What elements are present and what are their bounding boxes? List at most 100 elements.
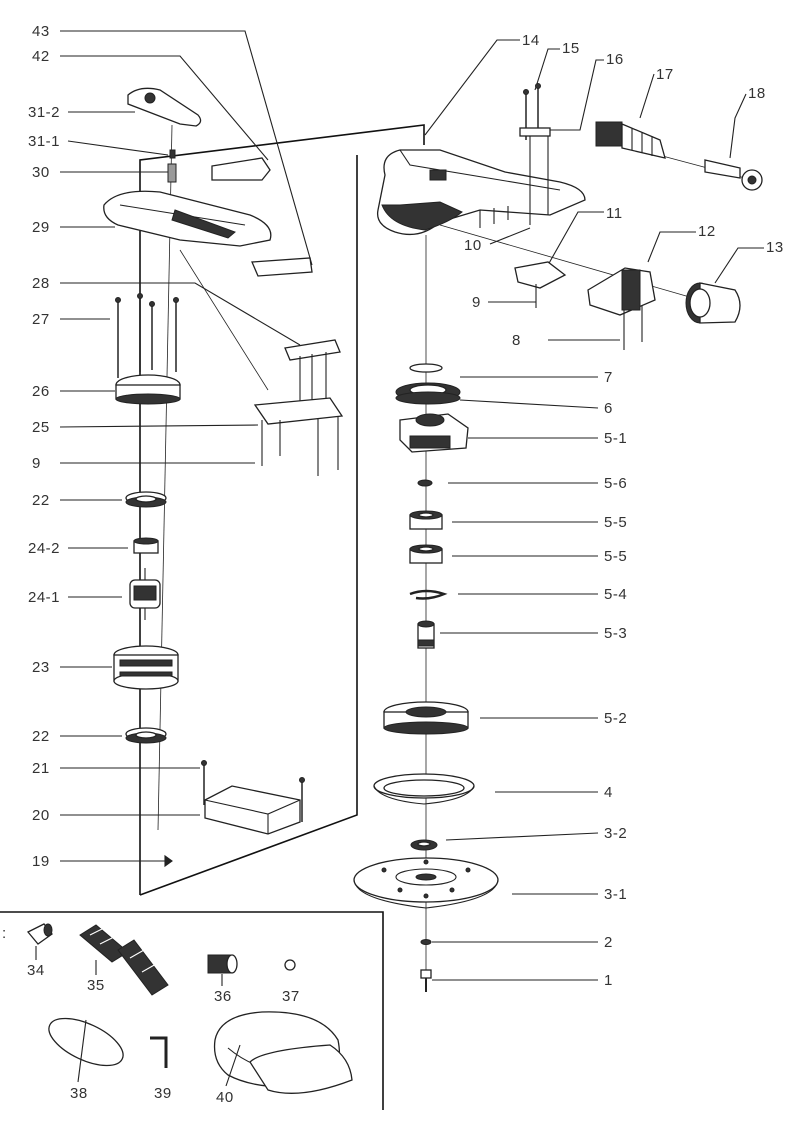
label-4: 4 <box>604 784 613 801</box>
part-24-1-rotor <box>129 568 161 620</box>
label-36: 36 <box>214 988 232 1005</box>
label-9-left: 9 <box>32 455 41 472</box>
part-3-1-sanding-pad <box>353 857 499 909</box>
left-column-parts <box>103 87 344 835</box>
part-40-dust-bag <box>213 1011 353 1094</box>
part-43-strip <box>251 257 313 277</box>
label-7: 7 <box>604 369 613 386</box>
part-34-adapter <box>26 923 53 945</box>
label-5-3: 5-3 <box>604 625 627 642</box>
label-15: 15 <box>562 40 580 57</box>
label-40: 40 <box>216 1089 234 1106</box>
label-6: 6 <box>604 400 613 417</box>
label-9-right: 9 <box>472 294 481 311</box>
part-28-bracket <box>284 339 341 361</box>
part-18-power-plug <box>704 159 763 191</box>
label-43: 43 <box>32 23 50 40</box>
left-column-labels: 43 42 31-2 31-1 30 29 28 27 26 25 9 22 2… <box>28 23 313 870</box>
part-13-knob <box>685 282 741 324</box>
part-2-washer <box>420 939 432 945</box>
label-37: 37 <box>282 988 300 1005</box>
part-31-2-top-plate <box>127 87 202 127</box>
part-5-1-eccentric-block <box>399 413 469 453</box>
label-16: 16 <box>606 51 624 68</box>
label-42: 42 <box>32 48 50 65</box>
part-5-5-bearing-a <box>409 510 443 530</box>
label-2: 2 <box>604 934 613 951</box>
part-42-panel <box>211 157 271 181</box>
part-11-switch <box>514 261 567 289</box>
label-10: 10 <box>464 237 482 254</box>
part-26-motor-housing <box>115 374 181 405</box>
label-5-2: 5-2 <box>604 710 627 727</box>
label-12: 12 <box>698 223 716 240</box>
label-25: 25 <box>32 419 50 436</box>
label-24-2: 24-2 <box>28 540 60 557</box>
accessories-box <box>0 911 384 1110</box>
label-26: 26 <box>32 383 50 400</box>
label-5-5-a: 5-5 <box>604 514 627 531</box>
part-35-hose <box>79 924 169 996</box>
part-5-6-ring <box>417 479 433 487</box>
part-6-gear <box>395 382 461 405</box>
label-38: 38 <box>70 1085 88 1102</box>
part-3-2-washer <box>410 839 438 851</box>
part-25-pcb <box>253 397 344 425</box>
part-5-4-circlip <box>409 589 448 600</box>
label-5-4: 5-4 <box>604 586 627 603</box>
part-5-5-bearing-b <box>409 544 443 564</box>
label-27: 27 <box>32 311 50 328</box>
part-24-2-bearing <box>133 537 159 554</box>
part-31-1-pin <box>169 149 176 159</box>
part-17-cord-guard <box>595 121 666 159</box>
part-30-spring <box>167 163 177 183</box>
part-5-3-shaft <box>417 620 435 649</box>
label-30: 30 <box>32 164 50 181</box>
label-23: 23 <box>32 659 50 676</box>
accessories-section: : 34 35 36 37 38 <box>2 923 353 1106</box>
label-29: 29 <box>32 219 50 236</box>
part-22-bearing-bottom <box>125 727 167 744</box>
part-12-bracket <box>587 267 656 350</box>
label-5-5-b: 5-5 <box>604 548 627 565</box>
part-37-o-ring <box>284 959 296 971</box>
accessories-colon: : <box>2 925 7 942</box>
label-5-1: 5-1 <box>604 430 627 447</box>
label-13: 13 <box>766 239 784 256</box>
label-24-1: 24-1 <box>28 589 60 606</box>
label-34: 34 <box>27 962 45 979</box>
part-1-screw <box>420 969 432 992</box>
part-22-bearing-top <box>125 491 167 508</box>
part-16-clamp <box>519 127 551 137</box>
part-7-retaining-ring <box>409 363 443 373</box>
part-14-main-housing <box>376 149 586 236</box>
assembly-frame-left <box>139 124 425 895</box>
label-5-6: 5-6 <box>604 475 627 492</box>
label-8: 8 <box>512 332 521 349</box>
label-28: 28 <box>32 275 50 292</box>
label-20: 20 <box>32 807 50 824</box>
label-19: 19 <box>32 853 50 870</box>
label-17: 17 <box>656 66 674 83</box>
part-39-hex-key <box>150 1036 168 1068</box>
part-36-connector <box>207 954 238 974</box>
label-3-2: 3-2 <box>604 825 627 842</box>
label-31-1: 31-1 <box>28 133 60 150</box>
label-11: 11 <box>606 205 623 222</box>
label-31-2: 31-2 <box>28 104 60 121</box>
label-18: 18 <box>748 85 766 102</box>
label-22-top: 22 <box>32 492 50 509</box>
assembly-frame-right <box>139 155 358 896</box>
label-21: 21 <box>32 760 50 777</box>
part-38-sanding-disc <box>48 1017 124 1067</box>
label-14: 14 <box>522 32 540 49</box>
part-5-2-fan <box>383 701 469 735</box>
part-23-stator <box>113 645 179 690</box>
label-39: 39 <box>154 1085 172 1102</box>
right-column-parts <box>353 83 763 992</box>
label-1: 1 <box>604 972 613 989</box>
part-4-skirt <box>373 773 475 805</box>
label-35: 35 <box>87 977 105 994</box>
label-22-bottom: 22 <box>32 728 50 745</box>
